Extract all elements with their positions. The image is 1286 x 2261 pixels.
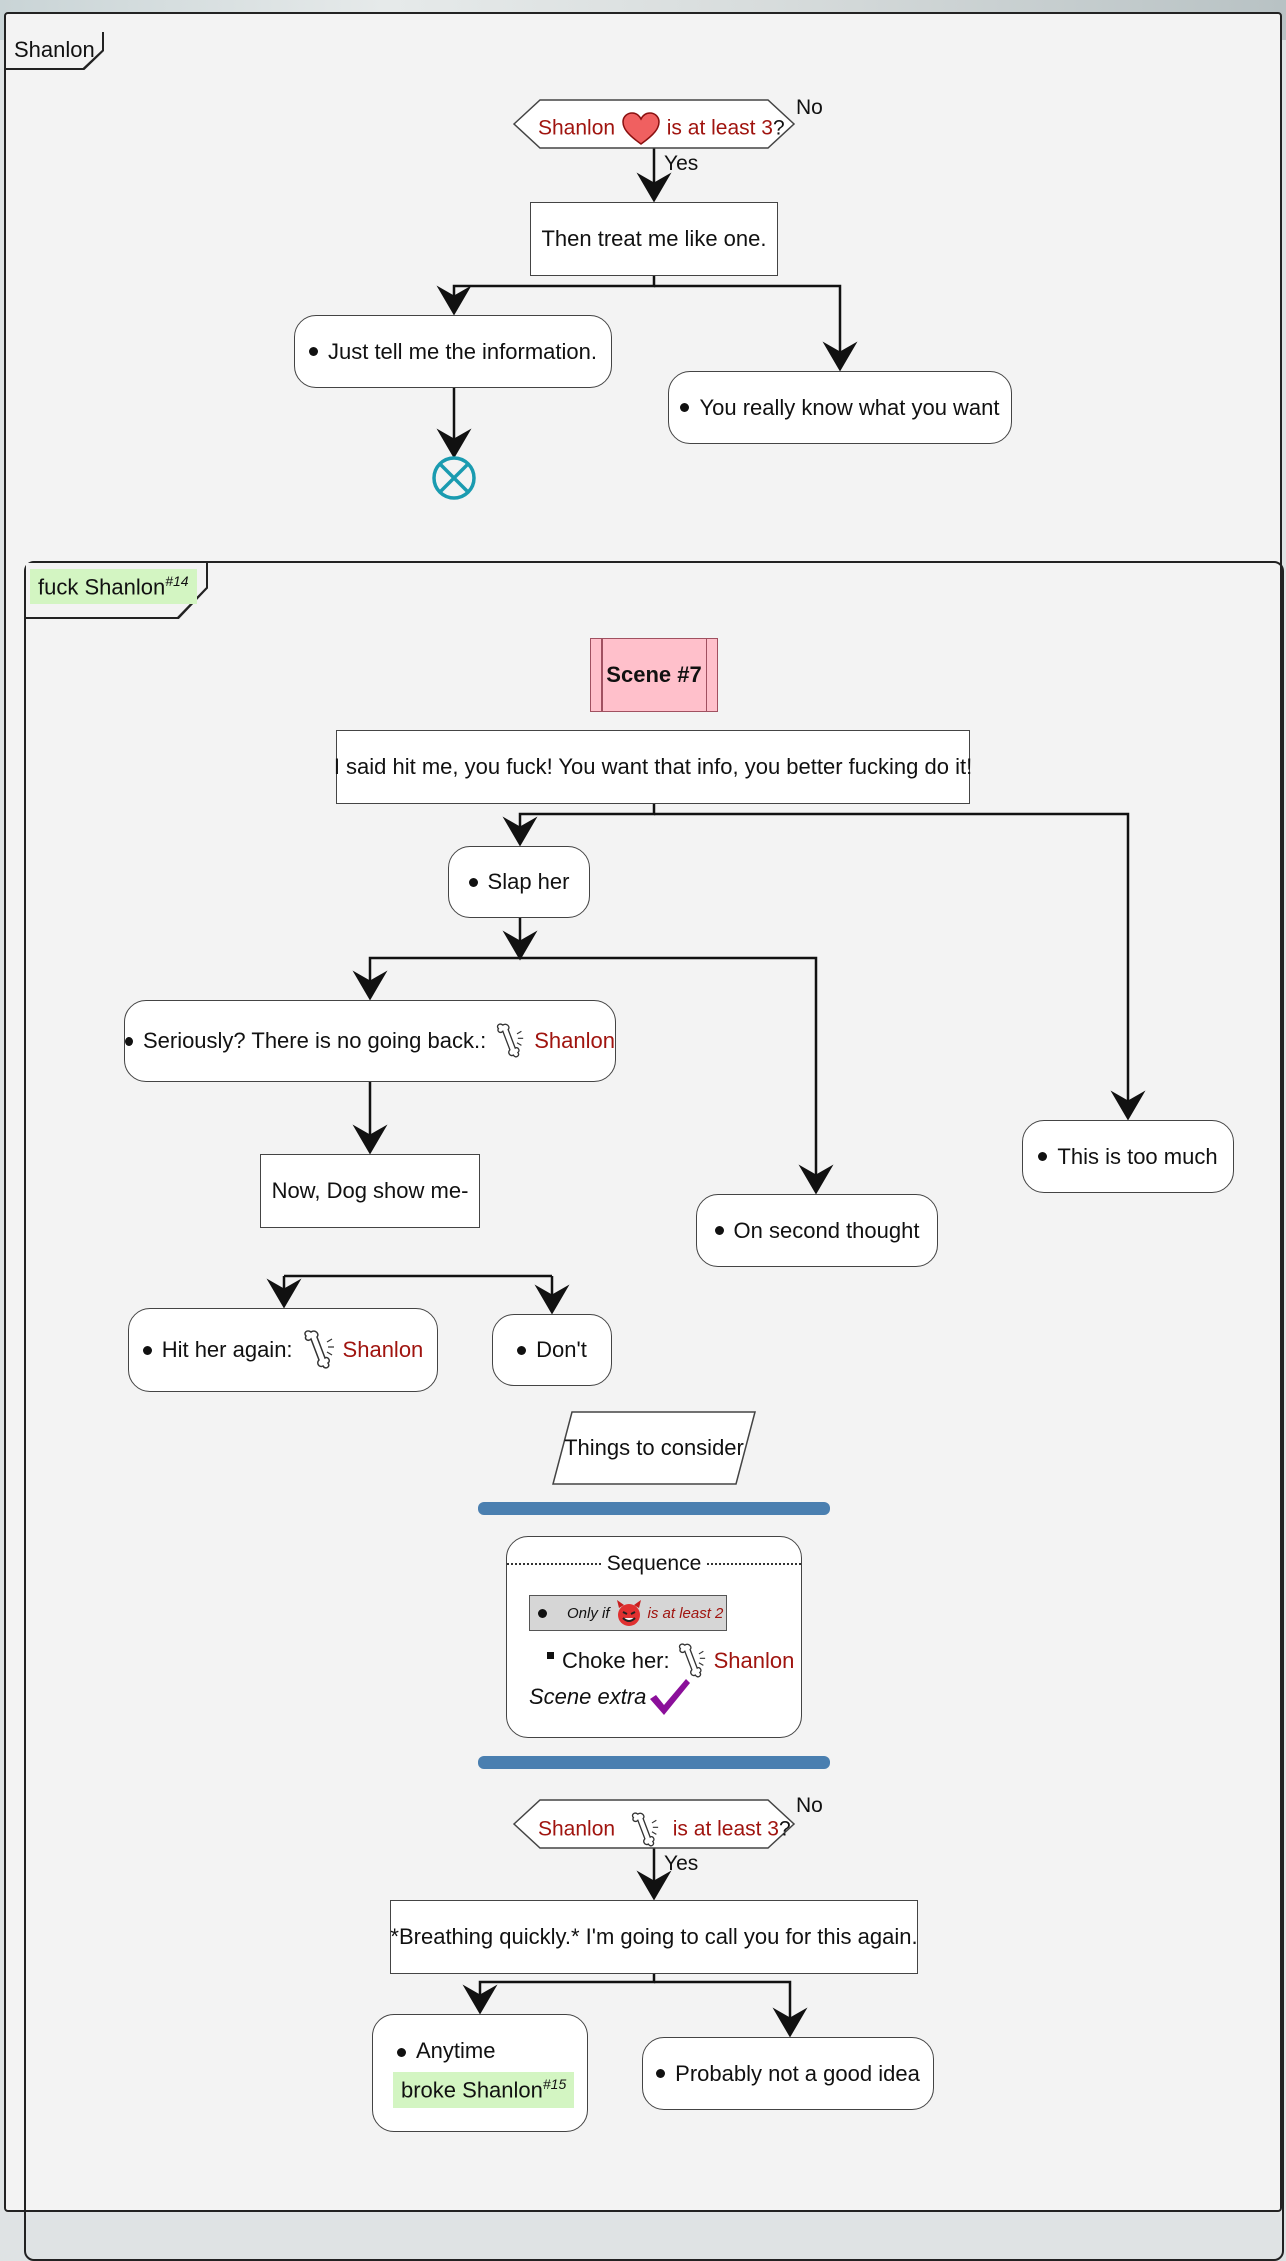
- choice-probably[interactable]: Probably not a good idea: [642, 2037, 934, 2110]
- choice-second-label: On second thought: [733, 1217, 920, 1243]
- decision-2-shape: [512, 1799, 796, 1849]
- fork-bar-top: [478, 1502, 830, 1515]
- decision-2-no: No: [796, 1794, 823, 1817]
- inner-group-number: #14: [165, 573, 189, 589]
- inner-group-label-text: fuck Shanlon: [38, 574, 166, 600]
- choke-label: Choke her:: [562, 1648, 670, 1673]
- choice-second[interactable]: On second thought: [696, 1194, 938, 1267]
- edge-second: [520, 956, 834, 1195]
- only-if-label: Only if: [567, 1604, 610, 1622]
- sequence-condition-text: is at least 2: [647, 1604, 724, 1622]
- consider-node: Things to consider: [552, 1411, 756, 1485]
- decision-1-no: No: [796, 96, 823, 119]
- edge-probably: [654, 1980, 808, 2038]
- bullet-icon: [308, 347, 318, 356]
- decision-2-condition: is at least 3: [672, 1817, 779, 1841]
- node-dog: Now, Dog show me-: [260, 1154, 480, 1228]
- stop-icon: [432, 456, 476, 500]
- bone-icon: [678, 1643, 705, 1678]
- choice-seriously[interactable]: Seriously? There is no going back.: Shan…: [124, 1000, 616, 1082]
- decision-1-qmark: ?: [773, 116, 785, 140]
- choice-hitagain[interactable]: Hit her again: Shanlon: [128, 1308, 438, 1392]
- bullet-icon: [680, 403, 690, 412]
- bullet-icon: [142, 1345, 152, 1355]
- bullet-icon: [714, 1226, 724, 1235]
- edge-toomuch: [654, 812, 1146, 1121]
- bullet-icon: [538, 1608, 547, 1618]
- decision-2-text: Shanlon is at least 3?: [538, 1810, 791, 1850]
- bone-icon: [631, 1812, 659, 1847]
- sequence-box: Sequence Only if is at least 2 Choke her…: [506, 1536, 802, 1738]
- heart-icon: [622, 112, 660, 145]
- broke-tag: broke Shanlon#15: [393, 2072, 575, 2108]
- choice-slap[interactable]: Slap her: [448, 846, 590, 918]
- decision-2-qmark: ?: [779, 1817, 791, 1841]
- edge-want: [654, 284, 858, 372]
- devil-icon: [616, 1600, 641, 1626]
- sequence-condition: Only if is at least 2: [529, 1595, 727, 1631]
- choice-dont[interactable]: Don't: [492, 1314, 612, 1386]
- decision-1-yes: Yes: [664, 152, 699, 175]
- sequence-extra: Scene extra: [529, 1677, 692, 1717]
- bone-icon: [497, 1023, 524, 1058]
- choice-dont-label: Don't: [536, 1337, 587, 1362]
- decision-1-condition: is at least 3: [666, 116, 773, 140]
- edge-slap: [502, 804, 656, 847]
- node-breathing: *Breathing quickly.* I'm going to call y…: [390, 1900, 918, 1974]
- scene-label: Scene #7: [606, 662, 702, 687]
- choice-info[interactable]: Just tell me the information.: [294, 315, 612, 388]
- choice-anytime-line: Anytime: [397, 2038, 495, 2064]
- broke-tag-number: #15: [542, 2076, 567, 2093]
- choice-want[interactable]: You really know what you want: [668, 371, 1012, 444]
- decision-1-text: Shanlon is at least 3?: [538, 112, 785, 146]
- edge-info: [436, 276, 656, 316]
- broke-tag-label: broke Shanlon: [401, 2077, 543, 2103]
- choice-seriously-name: Shanlon: [534, 1028, 615, 1053]
- square-bullet-icon: [547, 1651, 554, 1659]
- choice-info-label: Just tell me the information.: [327, 338, 597, 364]
- decision-1-subject: Shanlon: [538, 116, 616, 140]
- bone-icon: [303, 1330, 334, 1369]
- bullet-icon: [125, 1036, 133, 1046]
- outer-group-tab: Shanlon: [6, 32, 104, 70]
- choice-want-label: You really know what you want: [699, 394, 1000, 420]
- outer-group-label: Shanlon: [6, 32, 102, 68]
- node-hit: I said hit me, you fuck! You want that i…: [334, 730, 972, 804]
- choice-anytime-label: Anytime: [416, 2038, 496, 2064]
- choice-slap-label: Slap her: [487, 869, 570, 894]
- choice-hitagain-label: Hit her again:: [161, 1337, 293, 1362]
- edge-seriously: [352, 956, 520, 1001]
- decision-2-yes: Yes: [664, 1852, 699, 1875]
- choice-probably-label: Probably not a good idea: [675, 2060, 920, 2086]
- choice-toomuch-label: This is too much: [1057, 1143, 1218, 1169]
- choice-seriously-label: Seriously? There is no going back.:: [142, 1028, 487, 1053]
- bullet-icon: [397, 2048, 406, 2058]
- node-treat: Then treat me like one.: [530, 202, 778, 276]
- sequence-choke: Choke her: Shanlon: [547, 1641, 794, 1681]
- bullet-icon: [1038, 1152, 1048, 1161]
- checkmark-icon: [650, 1679, 691, 1715]
- bullet-icon: [656, 2069, 666, 2078]
- choice-toomuch[interactable]: This is too much: [1022, 1120, 1234, 1193]
- bullet-icon: [517, 1345, 527, 1355]
- choke-name: Shanlon: [713, 1648, 795, 1673]
- choice-anytime[interactable]: Anytime broke Shanlon#15: [372, 2014, 588, 2132]
- parallelogram-shape: [552, 1411, 756, 1485]
- edge-anytime: [462, 1974, 656, 2015]
- choice-hitagain-name: Shanlon: [342, 1337, 424, 1362]
- decision-2-subject: Shanlon: [538, 1817, 616, 1841]
- scene-marker: Scene #7: [590, 638, 718, 712]
- inner-group-label: fuck Shanlon#14: [30, 569, 197, 605]
- sequence-divider: Sequence: [507, 1551, 801, 1576]
- fork-bar-bottom: [478, 1756, 830, 1769]
- scene-extra-label: Scene extra: [529, 1684, 647, 1709]
- sequence-title: Sequence: [602, 1551, 706, 1576]
- consider-label: Things to consider: [564, 1435, 744, 1460]
- bullet-icon: [468, 877, 478, 887]
